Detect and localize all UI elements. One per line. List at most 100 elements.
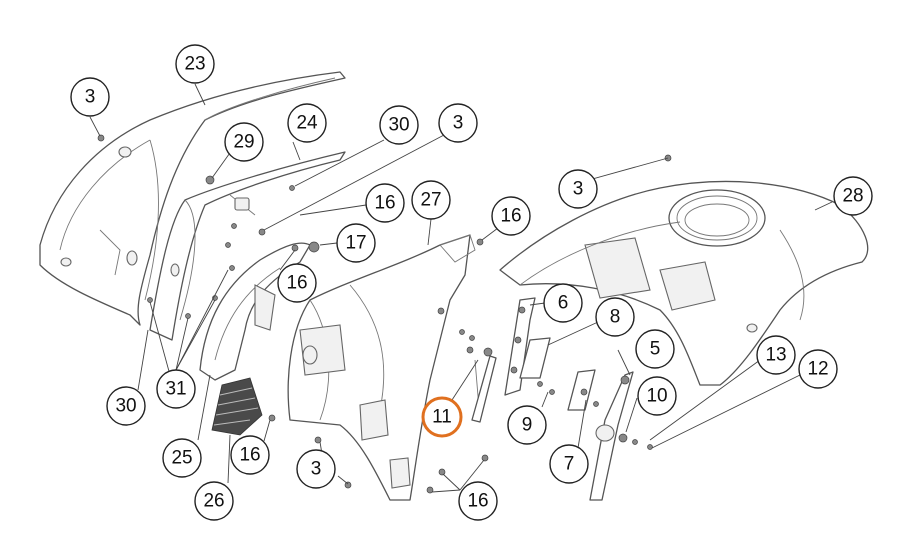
callout-circle [175, 44, 215, 84]
callout-label: 30 [388, 115, 409, 136]
callout-29: 29 [224, 122, 264, 162]
callout-label: 3 [453, 113, 464, 134]
fasteners [97, 134, 672, 494]
callout-13: 13 [756, 335, 796, 375]
callout-label: 26 [203, 491, 224, 512]
callout-label: 6 [558, 293, 569, 314]
callout-16-center: 16 [491, 196, 531, 236]
callout-23: 23 [175, 44, 215, 84]
leader-lines [89, 83, 833, 493]
callout-label: 12 [807, 359, 828, 380]
callout-label: 23 [184, 54, 205, 75]
callout-circle [507, 405, 547, 445]
callout-label: 16 [467, 491, 488, 512]
callout-circle [336, 223, 376, 263]
callout-circle [595, 297, 635, 337]
callout-label: 16 [374, 193, 395, 214]
callout-30-bottom: 30 [106, 386, 146, 426]
callout-16-lower-left: 16 [230, 435, 270, 475]
callout-9: 9 [507, 405, 547, 445]
callout-8: 8 [595, 297, 635, 337]
callout-3-bottom: 3 [296, 449, 336, 489]
callout-circle [162, 438, 202, 478]
callout-label: 16 [286, 273, 307, 294]
callout-31: 31 [156, 369, 196, 409]
callout-label: 16 [239, 445, 260, 466]
callout-circle [543, 283, 583, 323]
callout-26: 26 [194, 481, 234, 521]
callout-27: 27 [411, 180, 451, 220]
callout-label: 10 [646, 386, 667, 407]
callout-label: 29 [233, 132, 254, 153]
callout-24: 24 [287, 103, 327, 143]
callout-circle [277, 263, 317, 303]
callout-label: 30 [115, 396, 136, 417]
callout-10: 10 [637, 376, 677, 416]
part-26-grille [211, 377, 263, 436]
callout-30-top: 30 [379, 105, 419, 145]
callout-3-right: 3 [558, 169, 598, 209]
callout-label: 7 [564, 454, 575, 475]
callout-circle [106, 386, 146, 426]
callout-circle [224, 122, 264, 162]
callout-label: 13 [765, 345, 786, 366]
callout-circle [156, 369, 196, 409]
callout-label: 3 [311, 459, 322, 480]
callout-label: 3 [85, 87, 96, 108]
callout-label: 8 [610, 307, 621, 328]
callout-label: 28 [842, 186, 863, 207]
callout-label: 11 [432, 407, 452, 428]
callout-label: 27 [420, 190, 441, 211]
part-5-arm [589, 371, 634, 501]
part-6-bracket [504, 297, 536, 396]
callout-3-top-left: 3 [70, 77, 110, 117]
callout-circle [438, 103, 478, 143]
callout-12: 12 [798, 349, 838, 389]
callout-3-top-mid: 3 [438, 103, 478, 143]
callout-label: 17 [345, 233, 366, 254]
part-27-center-panel [287, 234, 476, 501]
callout-11-highlighted[interactable]: 11 [421, 396, 463, 438]
callout-16-upper: 16 [365, 183, 405, 223]
callout-16-bottom: 16 [458, 481, 498, 521]
callout-circle [379, 105, 419, 145]
callout-circle [458, 481, 498, 521]
callout-label: 3 [573, 179, 584, 200]
callout-circle [230, 435, 270, 475]
callout-circle [411, 180, 451, 220]
part-23-front-fairing [39, 71, 346, 326]
callout-25: 25 [162, 438, 202, 478]
callout-label: 25 [171, 448, 192, 469]
callout-label: 16 [500, 206, 521, 227]
callout-circle [635, 329, 675, 369]
part-8-hinge-plate [519, 337, 551, 379]
callout-circle [549, 444, 589, 484]
callout-circle-highlight [421, 396, 463, 438]
callout-circle [637, 376, 677, 416]
callout-circle [798, 349, 838, 389]
callout-circle [70, 77, 110, 117]
part-24-side-panel [149, 151, 346, 341]
callout-5: 5 [635, 329, 675, 369]
callout-label: 31 [165, 379, 186, 400]
callout-circle [296, 449, 336, 489]
callout-17: 17 [336, 223, 376, 263]
callout-circle [558, 169, 598, 209]
part-28-tank-cover [499, 180, 869, 386]
callout-label: 5 [650, 339, 661, 360]
callout-circle [194, 481, 234, 521]
callout-16-left-mid: 16 [277, 263, 317, 303]
callout-label: 24 [296, 113, 318, 134]
callout-6: 6 [543, 283, 583, 323]
callout-label: 9 [522, 415, 533, 436]
callout-circle [287, 103, 327, 143]
callout-28: 28 [833, 176, 873, 216]
callout-circle [491, 196, 531, 236]
callout-circle [365, 183, 405, 223]
part-25-inner-cover [199, 242, 311, 381]
callout-circle [756, 335, 796, 375]
part-7-hinge [567, 369, 596, 411]
callout-7: 7 [549, 444, 589, 484]
callout-circle [833, 176, 873, 216]
